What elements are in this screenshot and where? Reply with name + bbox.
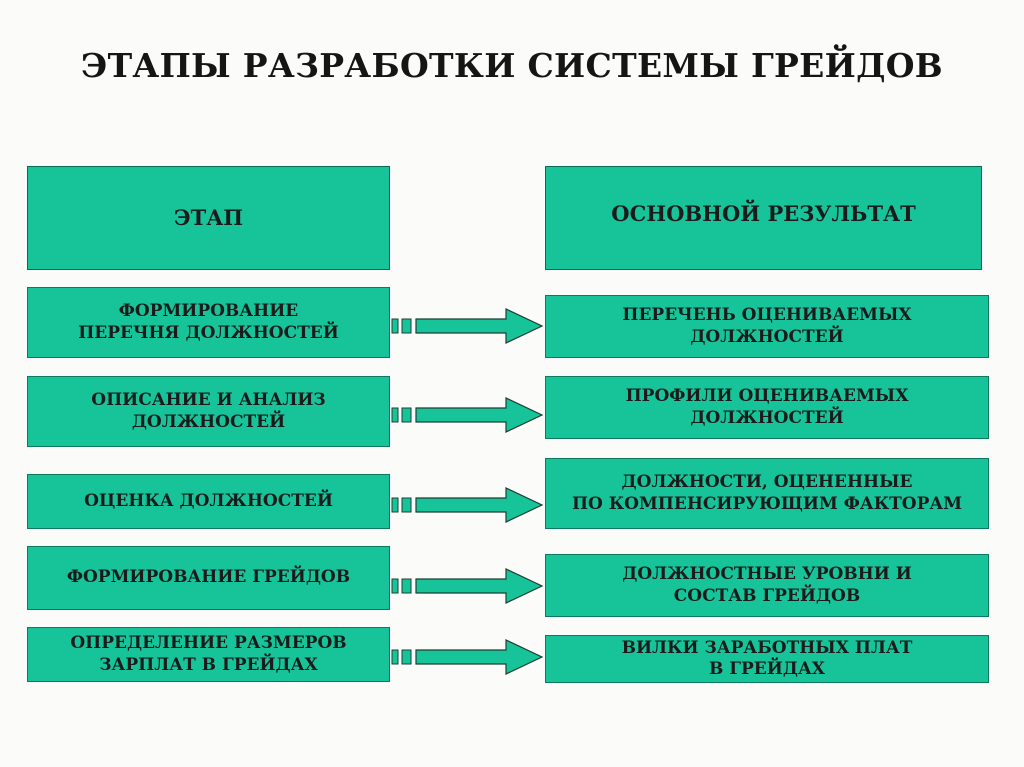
result-box: ВИЛКИ ЗАРАБОТНЫХ ПЛАТ В ГРЕЙДАХ xyxy=(545,635,989,683)
header-stage-label: ЭТАП xyxy=(173,204,244,230)
result-line: СОСТАВ ГРЕЙДОВ xyxy=(673,585,861,606)
stage-line: ФОРМИРОВАНИЕ ГРЕЙДОВ xyxy=(66,567,351,588)
stage-box: ОПРЕДЕЛЕНИЕ РАЗМЕРОВ ЗАРПЛАТ В ГРЕЙДАХ xyxy=(27,627,390,682)
stage-line: ПЕРЕЧНЯ ДОЛЖНОСТЕЙ xyxy=(78,322,339,343)
stage-line: ОПИСАНИЕ И АНАЛИЗ xyxy=(91,390,326,411)
result-line: ПЕРЕЧЕНЬ ОЦЕНИВАЕМЫХ xyxy=(622,305,912,326)
block-arrow-right-icon xyxy=(391,568,544,604)
stage-line: ОПРЕДЕЛЕНИЕ РАЗМЕРОВ xyxy=(70,633,347,654)
result-box: ДОЛЖНОСТНЫЕ УРОВНИ И СОСТАВ ГРЕЙДОВ xyxy=(545,554,989,617)
result-line: ДОЛЖНОСТИ, ОЦЕНЕННЫЕ xyxy=(621,472,913,493)
block-arrow-right-icon xyxy=(391,487,544,523)
result-line: ВИЛКИ ЗАРАБОТНЫХ ПЛАТ xyxy=(621,637,913,658)
result-line: ПРОФИЛИ ОЦЕНИВАЕМЫХ xyxy=(625,386,909,407)
header-stage: ЭТАП xyxy=(27,166,390,270)
header-result-label: ОСНОВНОЙ РЕЗУЛЬТАТ xyxy=(611,200,916,226)
result-box: ПРОФИЛИ ОЦЕНИВАЕМЫХ ДОЛЖНОСТЕЙ xyxy=(545,376,989,439)
stage-box: ФОРМИРОВАНИЕ ГРЕЙДОВ xyxy=(27,546,390,610)
result-line: ДОЛЖНОСТЕЙ xyxy=(690,326,844,347)
header-result: ОСНОВНОЙ РЕЗУЛЬТАТ xyxy=(545,166,982,270)
stage-line: ЗАРПЛАТ В ГРЕЙДАХ xyxy=(99,654,318,675)
stage-line: ДОЛЖНОСТЕЙ xyxy=(131,411,286,432)
stage-line: ОЦЕНКА ДОЛЖНОСТЕЙ xyxy=(84,490,333,511)
result-line: ДОЛЖНОСТЕЙ xyxy=(690,407,844,428)
stage-box: ОПИСАНИЕ И АНАЛИЗ ДОЛЖНОСТЕЙ xyxy=(27,376,390,447)
result-line: ДОЛЖНОСТНЫЕ УРОВНИ И xyxy=(622,564,912,585)
block-arrow-right-icon xyxy=(391,639,544,675)
result-line: ПО КОМПЕНСИРУЮЩИМ ФАКТОРАМ xyxy=(571,493,963,514)
stage-box: ФОРМИРОВАНИЕ ПЕРЕЧНЯ ДОЛЖНОСТЕЙ xyxy=(27,287,390,358)
block-arrow-right-icon xyxy=(391,397,544,433)
result-box: ПЕРЕЧЕНЬ ОЦЕНИВАЕМЫХ ДОЛЖНОСТЕЙ xyxy=(545,295,989,358)
stage-line: ФОРМИРОВАНИЕ xyxy=(118,301,299,322)
diagram-title: ЭТАПЫ РАЗРАБОТКИ СИСТЕМЫ ГРЕЙДОВ xyxy=(81,46,943,85)
block-arrow-right-icon xyxy=(391,308,544,344)
result-line: В ГРЕЙДАХ xyxy=(709,659,825,679)
stage-box: ОЦЕНКА ДОЛЖНОСТЕЙ xyxy=(27,474,390,529)
result-box: ДОЛЖНОСТИ, ОЦЕНЕННЫЕ ПО КОМПЕНСИРУЮЩИМ Ф… xyxy=(545,458,989,529)
